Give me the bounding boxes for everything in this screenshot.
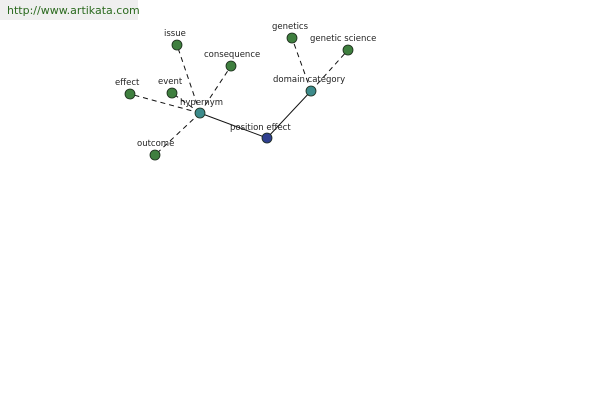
edge-domain-category-genetics <box>291 37 312 92</box>
node-label-issue[interactable]: issue <box>164 29 186 39</box>
edge-hypernym-consequence <box>199 65 232 114</box>
node-domain-category[interactable] <box>305 85 317 97</box>
edge-position-effect-domain-category <box>266 90 312 139</box>
node-label-domain-category[interactable]: domain category <box>273 75 345 85</box>
node-label-position-effect[interactable]: position effect <box>230 123 291 133</box>
node-outcome[interactable] <box>149 149 161 161</box>
node-position-effect[interactable] <box>261 132 273 144</box>
edge-hypernym-event <box>171 92 201 114</box>
edge-domain-category-genetic-science <box>310 49 349 92</box>
edge-hypernym-outcome <box>154 112 201 156</box>
node-effect[interactable] <box>124 88 136 100</box>
node-genetic-science[interactable] <box>342 44 354 56</box>
source-url-banner: http://www.artikata.com <box>0 0 140 20</box>
node-genetics[interactable] <box>286 32 298 44</box>
node-event[interactable] <box>166 87 178 99</box>
node-consequence[interactable] <box>225 60 237 72</box>
node-label-effect[interactable]: effect <box>115 78 140 88</box>
labels-layer: position effect hypernym domain category is… <box>115 22 376 149</box>
node-label-genetic-science[interactable]: genetic science <box>310 34 376 44</box>
edge-hypernym-effect <box>129 93 201 114</box>
node-label-hypernym[interactable]: hypernym <box>180 98 223 108</box>
node-issue[interactable] <box>171 39 183 51</box>
edge-position-effect-hypernym <box>199 112 268 139</box>
node-label-consequence[interactable]: consequence <box>204 50 260 60</box>
node-label-event[interactable]: event <box>158 77 183 87</box>
node-label-outcome[interactable]: outcome <box>137 139 174 149</box>
edges-layer <box>129 37 349 156</box>
node-label-genetics[interactable]: genetics <box>272 22 309 32</box>
edge-hypernym-issue <box>176 44 201 114</box>
nodes-layer <box>124 32 354 161</box>
node-hypernym[interactable] <box>194 107 206 119</box>
